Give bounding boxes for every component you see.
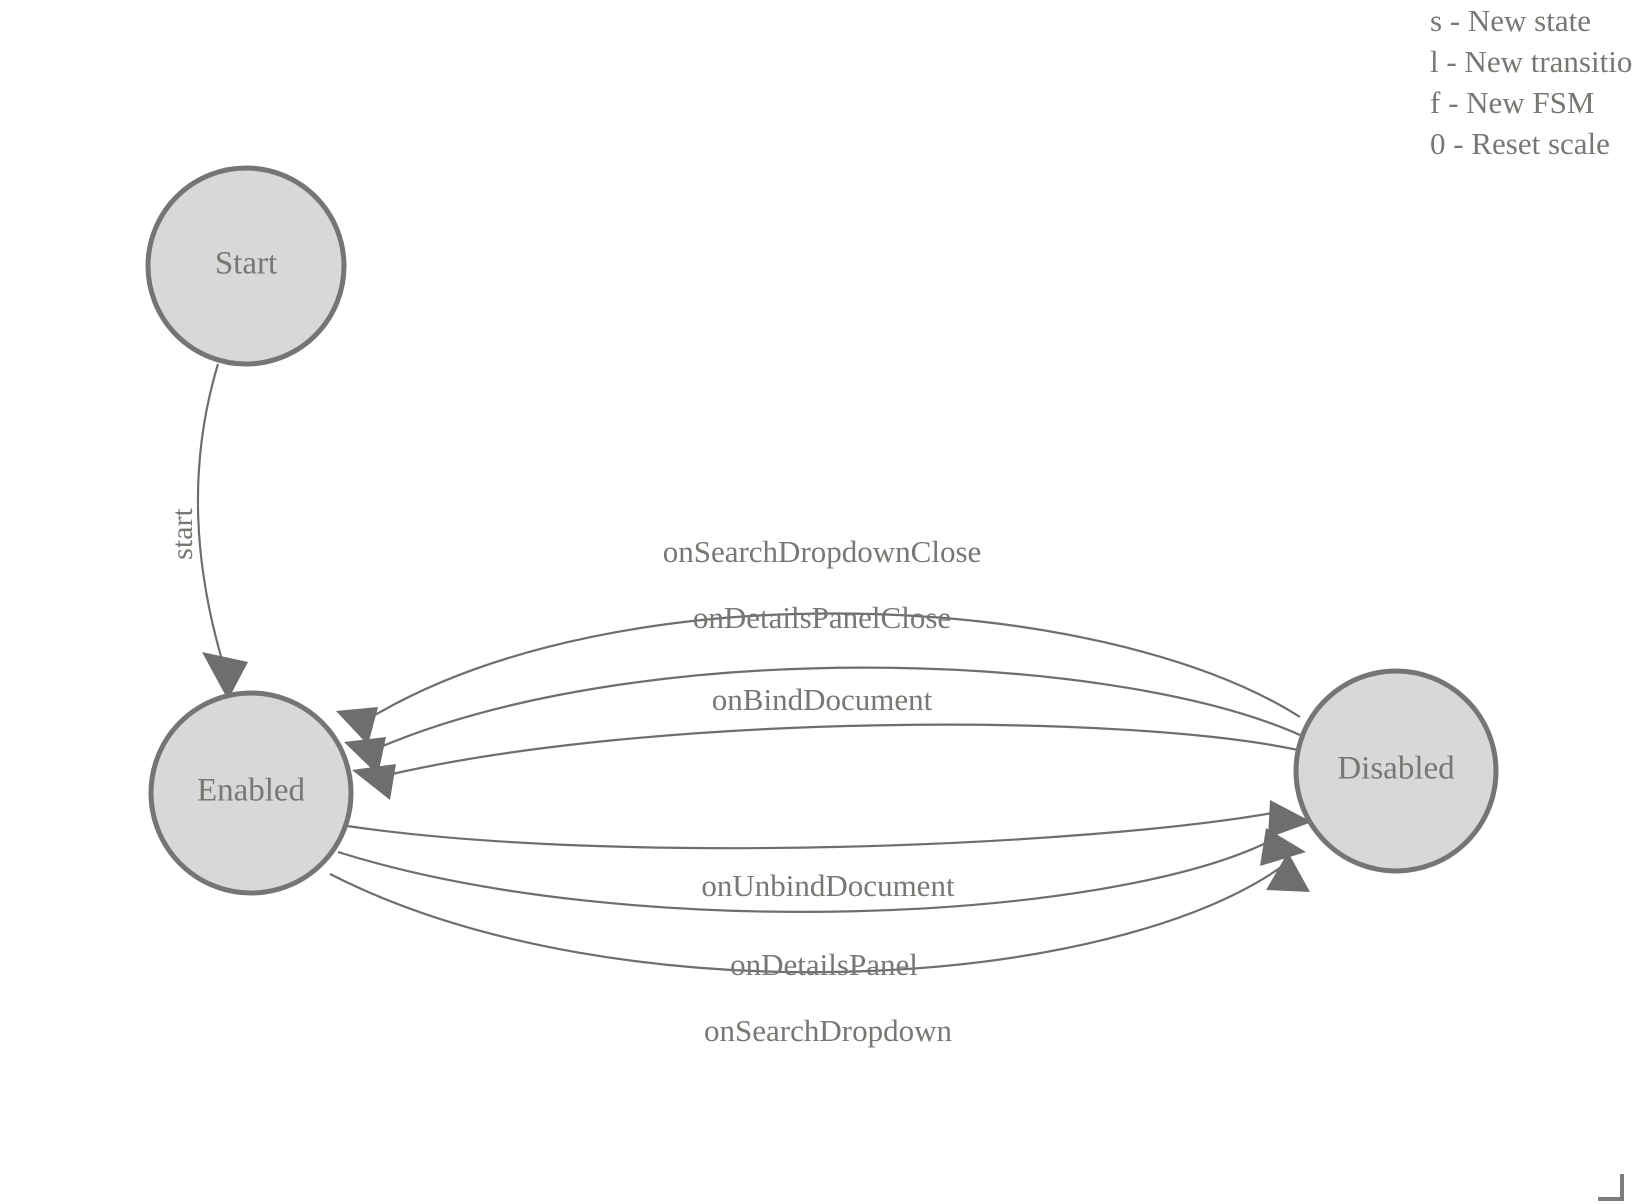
transition-label-on-details-panel: onDetailsPanel <box>730 947 918 982</box>
state-label: Disabled <box>1337 751 1455 787</box>
arrowhead-icon <box>344 737 386 775</box>
state-node-disabled[interactable]: Disabled <box>1293 668 1499 874</box>
transition-on-unbind-document[interactable] <box>346 800 1312 850</box>
transition-label-on-search-dropdown: onSearchDropdown <box>704 1013 952 1048</box>
transition-on-details-panel-close[interactable] <box>344 666 1301 775</box>
resize-grip[interactable] <box>1590 1173 1624 1201</box>
transition-path[interactable] <box>329 861 1289 974</box>
transition-on-search-dropdown-close[interactable] <box>336 612 1301 745</box>
arrowhead-icon <box>1266 852 1310 892</box>
transition-path[interactable] <box>377 666 1301 750</box>
resize-grip-vertical-bar <box>1620 1174 1624 1201</box>
transition-start[interactable] <box>196 363 248 700</box>
transition-on-bind-document[interactable] <box>352 723 1299 800</box>
transition-on-details-panel[interactable] <box>337 828 1306 913</box>
state-circle[interactable] <box>148 690 354 896</box>
transition-path[interactable] <box>387 723 1299 777</box>
transition-on-search-dropdown[interactable] <box>329 852 1310 974</box>
resize-grip-horizontal-bar <box>1598 1197 1624 1201</box>
transition-path[interactable] <box>337 839 1273 913</box>
arrowhead-icon <box>352 764 396 800</box>
state-circle[interactable] <box>145 165 347 367</box>
arrowhead-icon <box>1268 800 1312 838</box>
transition-path[interactable] <box>346 810 1279 850</box>
state-node-start[interactable]: Start <box>145 165 347 367</box>
state-node-enabled[interactable]: Enabled <box>148 690 354 896</box>
arrowhead-icon <box>1260 828 1306 866</box>
transition-label-on-bind-document: onBindDocument <box>712 682 933 717</box>
arrowhead-icon <box>202 652 248 700</box>
transition-label-on-details-panel-close: onDetailsPanelClose <box>693 600 951 635</box>
transition-label-on-unbind-document: onUnbindDocument <box>701 868 955 903</box>
transition-label-start: start <box>166 508 199 560</box>
transition-path[interactable] <box>369 612 1301 719</box>
transition-path[interactable] <box>196 363 224 661</box>
state-label: Enabled <box>197 773 306 809</box>
transition-label-on-search-dropdown-close: onSearchDropdownClose <box>663 534 982 569</box>
state-circle[interactable] <box>1293 668 1499 874</box>
state-label: Start <box>215 246 277 282</box>
arrowhead-icon <box>336 707 378 745</box>
